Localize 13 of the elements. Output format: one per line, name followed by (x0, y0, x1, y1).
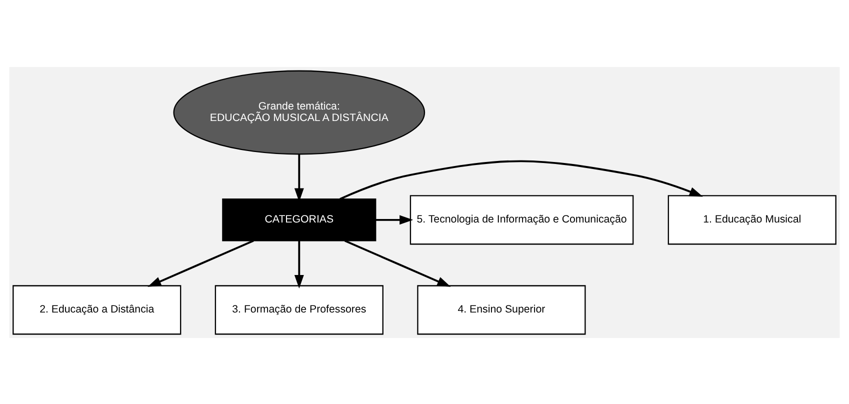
arrow (340, 160, 703, 200)
arrow (344, 239, 451, 286)
arrow (294, 240, 304, 288)
node-box: 5. Tecnologia de Informação e Comunicação (410, 194, 634, 244)
node-box: 2. Educação a Distância (12, 284, 182, 334)
node-box: CATEGORIAS (222, 198, 376, 241)
node-ellipse: Grande temática: EDUCAÇÃO MUSICAL A DISTÂNCIA (173, 70, 426, 154)
node-box: 3. Formação de Professores (214, 284, 384, 334)
arrow (376, 214, 414, 224)
node-box: 4. Ensino Superior (417, 284, 586, 334)
node-box: 1. Educação Musical (668, 194, 836, 244)
arrow (148, 239, 254, 286)
arrow (294, 154, 304, 202)
